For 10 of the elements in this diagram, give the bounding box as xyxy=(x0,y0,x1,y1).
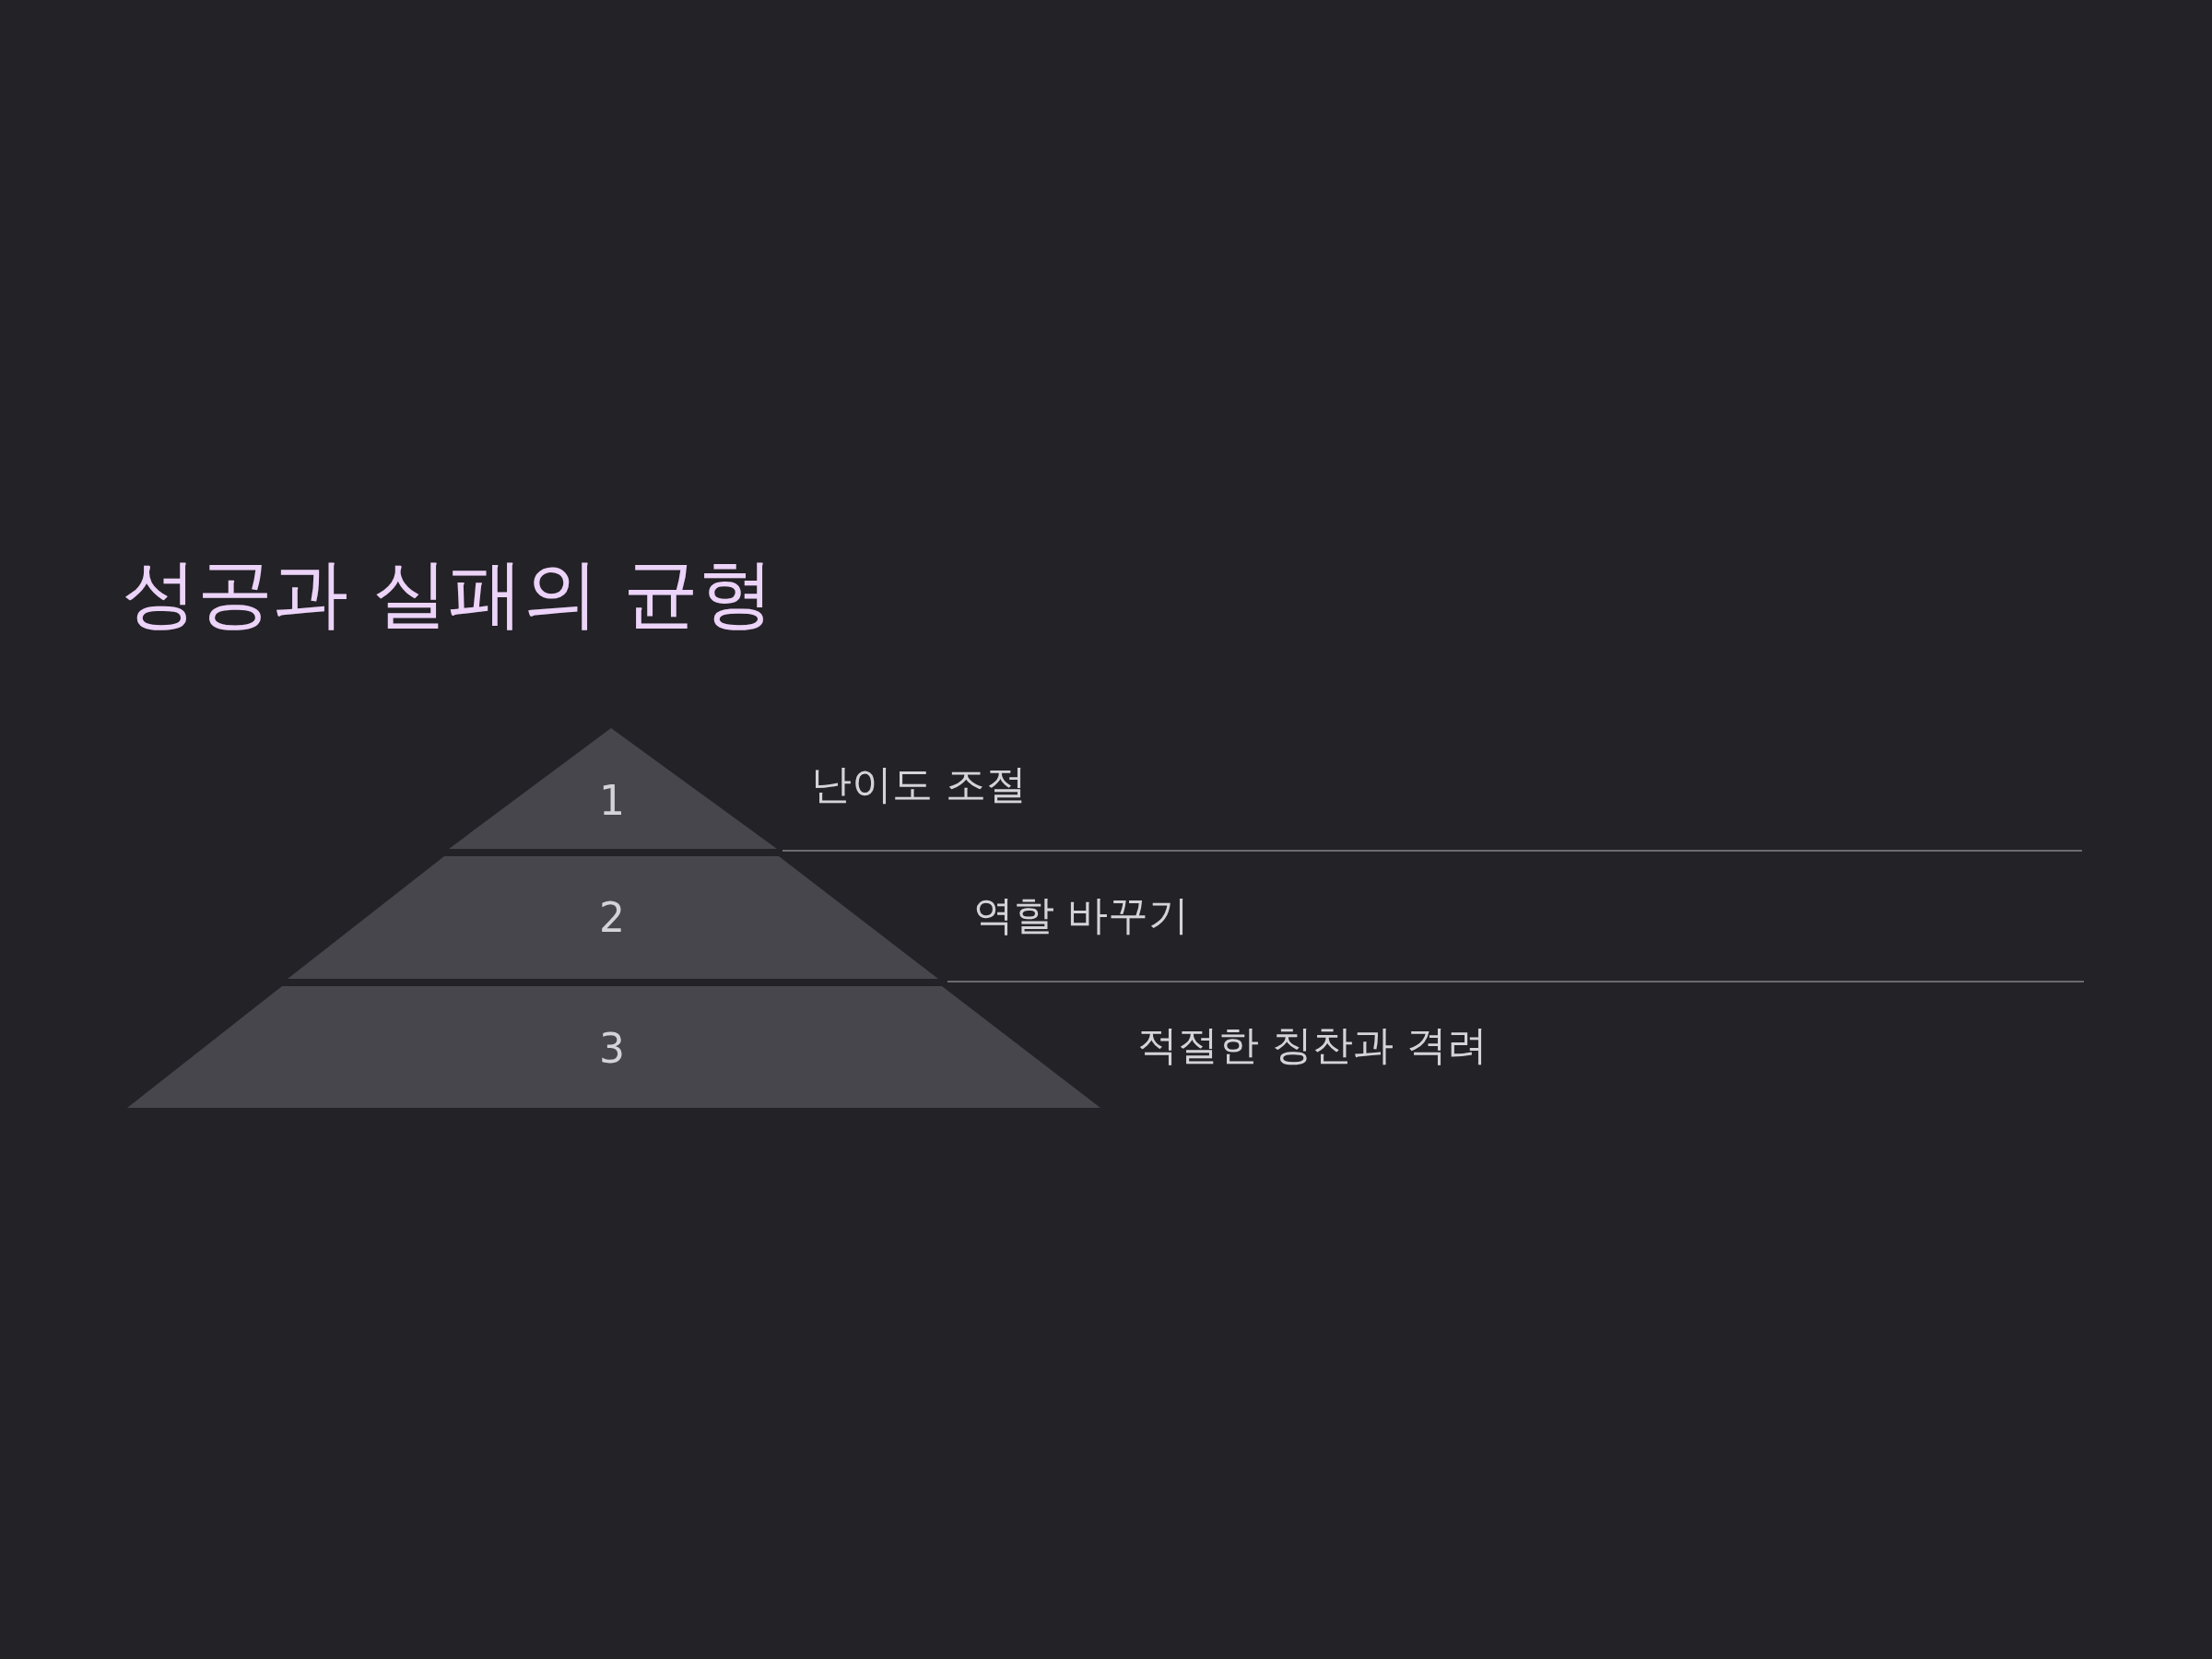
tier-number: 1 xyxy=(599,776,625,824)
tier-number: 2 xyxy=(599,893,625,941)
tier-label: 난이도 조절 xyxy=(811,759,1027,809)
tier-number: 3 xyxy=(599,1024,625,1072)
pyramid-tier xyxy=(449,728,777,849)
pyramid-tier xyxy=(288,856,938,979)
title: 성공과 실패의 균형 xyxy=(122,548,775,639)
tier-label: 역할 바꾸기 xyxy=(973,889,1189,940)
tier-label: 적절한 칭찬과 격려 xyxy=(1137,1019,1488,1070)
pyramid-tier xyxy=(127,986,1100,1108)
